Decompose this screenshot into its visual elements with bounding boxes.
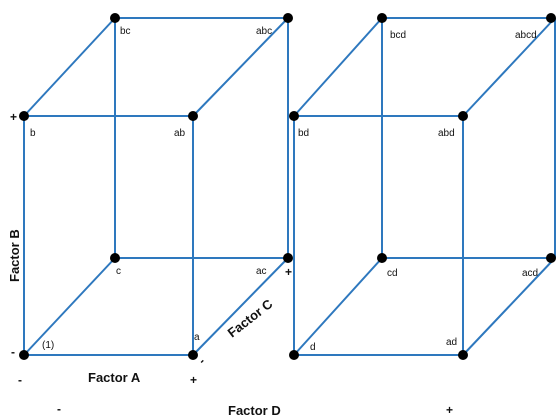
factor-d-low-sign: -	[57, 402, 61, 416]
vertex-label-a: a	[194, 332, 200, 343]
vertex-label-bcd: bcd	[390, 30, 406, 41]
vertex-dot	[546, 13, 556, 23]
cube-right: d ad bd abd cd acd bcd abcd	[289, 13, 556, 360]
vertex-dot	[19, 111, 29, 121]
factor-d-label: Factor D	[228, 403, 281, 418]
vertex-dot	[110, 13, 120, 23]
cube-right-vertices	[289, 13, 556, 360]
edge	[23, 257, 116, 356]
factor-d-high-sign: +	[446, 403, 453, 417]
vertex-dot	[458, 111, 468, 121]
factor-c-label: Factor C	[225, 296, 276, 341]
vertex-dot	[458, 350, 468, 360]
vertex-dot	[188, 350, 198, 360]
vertex-label-ad: ad	[446, 337, 457, 348]
factor-c-high-sign: +	[285, 265, 292, 279]
edge	[293, 17, 383, 117]
vertex-dot	[283, 13, 293, 23]
factor-b-low-sign: -	[11, 345, 15, 359]
vertex-label-ac: ac	[256, 266, 267, 277]
vertex-dot	[110, 253, 120, 263]
factor-a-low-sign: -	[18, 373, 22, 387]
vertex-label-abd: abd	[438, 128, 455, 139]
cube-left-vertices	[19, 13, 293, 360]
cube-left-labels: (1) a b ab c ac bc abc	[30, 26, 272, 351]
cube-left-edges	[23, 17, 289, 356]
vertex-label-b: b	[30, 128, 36, 139]
vertex-label-ab: ab	[174, 128, 186, 139]
vertex-dot	[283, 253, 293, 263]
vertex-dot	[188, 111, 198, 121]
vertex-dot	[377, 253, 387, 263]
vertex-dot	[289, 350, 299, 360]
vertex-label-d: d	[310, 342, 316, 353]
axis-annotations: Factor B + - Factor A - + Factor C - + F…	[7, 110, 453, 418]
vertex-label-bc: bc	[120, 26, 131, 37]
vertex-label-1: (1)	[42, 340, 54, 351]
edge	[293, 257, 383, 356]
factor-a-high-sign: +	[190, 373, 197, 387]
cube-left: (1) a b ab c ac bc abc	[19, 13, 293, 360]
vertex-label-abc: abc	[256, 26, 272, 37]
cube-right-edges	[293, 17, 556, 356]
edge	[462, 257, 556, 356]
edge	[192, 257, 289, 356]
vertex-label-c: c	[116, 266, 121, 277]
factor-c-low-sign: -	[195, 354, 208, 367]
factor-b-label: Factor B	[7, 229, 22, 282]
vertex-label-abcd: abcd	[515, 30, 537, 41]
factor-a-label: Factor A	[88, 370, 141, 385]
vertex-label-bd: bd	[298, 128, 309, 139]
edge	[192, 17, 289, 117]
cube-right-labels: d ad bd abd cd acd bcd abcd	[298, 30, 538, 353]
vertex-dot	[289, 111, 299, 121]
vertex-dot	[19, 350, 29, 360]
vertex-label-cd: cd	[387, 268, 398, 279]
factor-b-high-sign: +	[10, 110, 17, 124]
vertex-dot	[546, 253, 556, 263]
vertex-label-acd: acd	[522, 268, 538, 279]
edge	[462, 17, 556, 117]
edge	[23, 17, 116, 117]
vertex-dot	[377, 13, 387, 23]
